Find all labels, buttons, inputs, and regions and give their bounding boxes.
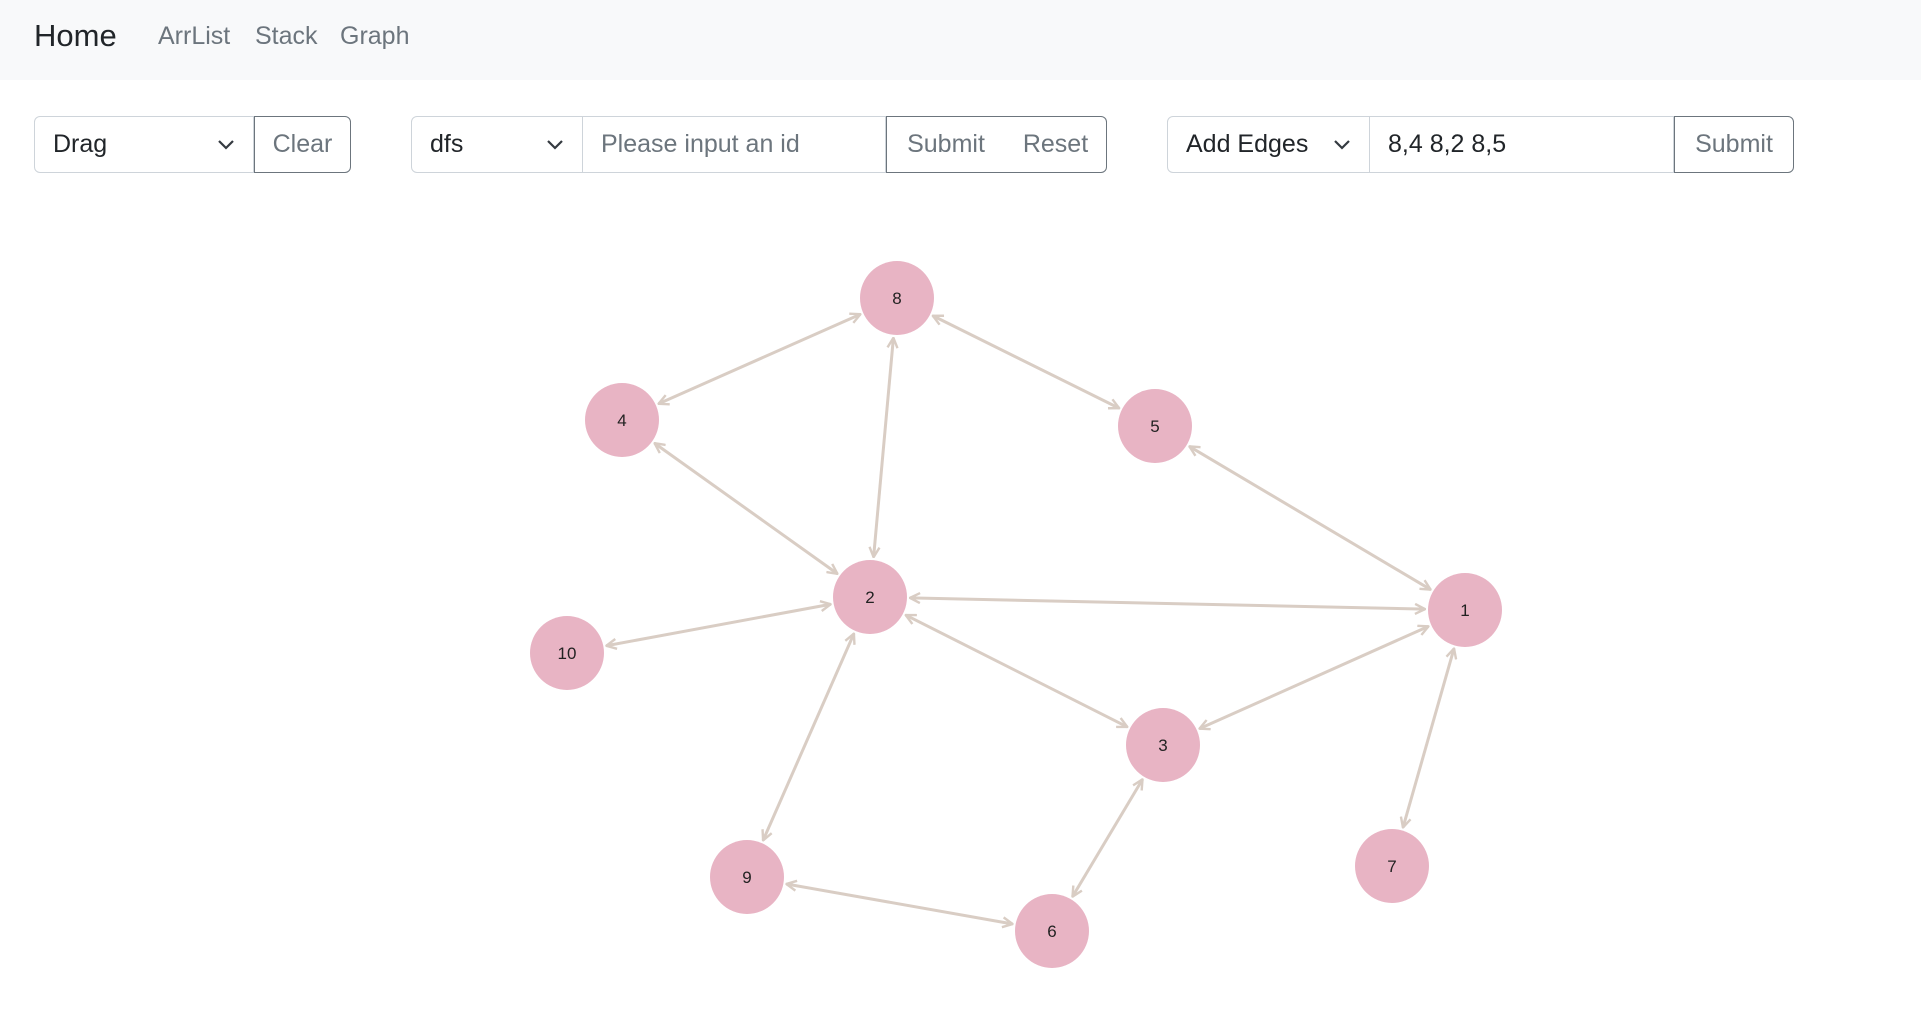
mode-select[interactable]: Drag [34, 116, 254, 173]
graph-edge-5-1 [1189, 446, 1430, 589]
graph-edge-2-3 [906, 613, 1128, 729]
graph-node-label: 5 [1150, 417, 1159, 436]
graph-node-circle[interactable] [710, 840, 784, 914]
graph-node-1[interactable]: 1 [1428, 573, 1502, 647]
graph-node-circle[interactable] [1355, 829, 1429, 903]
graph-node-10[interactable]: 10 [530, 616, 604, 690]
graph-node-5[interactable]: 5 [1118, 389, 1192, 463]
graph-node-label: 8 [892, 289, 901, 308]
graph-node-label: 1 [1460, 601, 1469, 620]
graph-node-4[interactable]: 4 [585, 383, 659, 457]
edges-layer [606, 314, 1454, 924]
graph-node-circle[interactable] [1428, 573, 1502, 647]
graph-edge-9-6 [786, 884, 1012, 924]
graph-node-circle[interactable] [530, 616, 604, 690]
graph-edge-1-7 [1403, 648, 1454, 827]
graph-node-6[interactable]: 6 [1015, 894, 1089, 968]
edge-action-select[interactable]: Add Edges [1167, 116, 1370, 173]
edges-input[interactable]: 8,4 8,2 8,5 [1370, 116, 1674, 173]
graph-node-9[interactable]: 9 [710, 840, 784, 914]
graph-node-circle[interactable] [1126, 708, 1200, 782]
chevron-down-icon [547, 140, 563, 150]
graph-edge-4-2 [655, 443, 838, 574]
graph-node-label: 2 [865, 588, 874, 607]
graph-edge-8-2 [874, 338, 894, 557]
brand-home-link[interactable]: Home [34, 18, 117, 53]
algorithm-select-value: dfs [430, 130, 464, 158]
edges-submit-button[interactable]: Submit [1674, 116, 1794, 173]
graph-node-circle[interactable] [1015, 894, 1089, 968]
graph-node-8[interactable]: 8 [860, 261, 934, 335]
graph-edge-8-5 [933, 314, 1119, 410]
graph-node-7[interactable]: 7 [1355, 829, 1429, 903]
nav-link-arrlist[interactable]: ArrList [158, 22, 231, 50]
graph-edge-2-9 [763, 634, 854, 841]
chevron-down-icon [218, 140, 234, 150]
nodes-layer: 8 4 5 2 10 1 3 9 6 7 [530, 261, 1502, 968]
id-input[interactable]: Please input an id [583, 116, 886, 173]
edge-action-select-value: Add Edges [1186, 130, 1309, 158]
graph-node-label: 6 [1047, 922, 1056, 941]
algorithm-select[interactable]: dfs [411, 116, 583, 173]
mode-select-value: Drag [53, 130, 108, 158]
graph-edge-8-4 [659, 314, 861, 404]
graph-node-circle[interactable] [1118, 389, 1192, 463]
submit-button[interactable]: Submit [886, 116, 1006, 173]
graph-node-3[interactable]: 3 [1126, 708, 1200, 782]
graph-node-label: 9 [742, 868, 751, 887]
reset-button[interactable]: Reset [1005, 116, 1107, 173]
graph-node-label: 3 [1158, 736, 1167, 755]
graph-node-circle[interactable] [585, 383, 659, 457]
graph-node-2[interactable]: 2 [833, 560, 907, 634]
graph-node-circle[interactable] [833, 560, 907, 634]
navbar: Home ArrList Stack Graph [0, 0, 1921, 80]
nav-link-graph[interactable]: Graph [340, 22, 410, 50]
graph-edge-3-6 [1072, 779, 1142, 896]
graph-edge-2-1 [910, 598, 1425, 609]
graph-node-label: 7 [1387, 857, 1396, 876]
graph-node-label: 10 [558, 644, 577, 663]
clear-button[interactable]: Clear [254, 116, 351, 173]
graph-edge-1-3 [1200, 626, 1429, 728]
chevron-down-icon [1334, 140, 1350, 150]
nav-link-stack[interactable]: Stack [255, 22, 318, 50]
graph-edge-2-10 [606, 604, 830, 645]
graph-node-circle[interactable] [860, 261, 934, 335]
graph-node-label: 4 [617, 411, 626, 430]
